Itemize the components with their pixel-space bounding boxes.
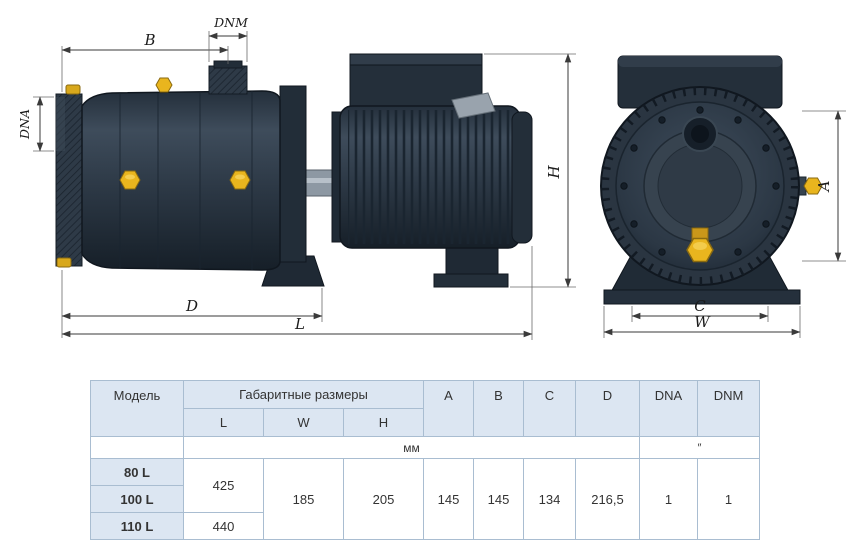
dim-label-c: C — [694, 297, 706, 315]
value-w: 185 — [263, 458, 344, 540]
col-header-dimensions-group: Габаритные размеры — [183, 380, 424, 409]
pump-side-view — [55, 53, 533, 288]
pump-head-body — [81, 90, 281, 271]
pump-technical-drawing: B DNM DNA D L H — [17, 15, 846, 340]
model-80l: 80 L — [90, 458, 184, 486]
spec-table-container: Модель Габаритные размеры A B C D DNA DN… — [90, 380, 760, 540]
dim-c: C — [631, 297, 769, 322]
model-100l: 100 L — [90, 485, 184, 513]
pump-face — [600, 86, 800, 286]
value-h: 205 — [343, 458, 424, 540]
value-d: 216,5 — [575, 458, 640, 540]
col-header-l: L — [183, 408, 264, 437]
dim-label-d: D — [185, 297, 198, 315]
drain-plug-left — [119, 170, 141, 190]
value-a: 145 — [423, 458, 474, 540]
value-dna: 1 — [639, 458, 698, 540]
dim-label-a: A — [815, 180, 833, 193]
value-b: 145 — [473, 458, 524, 540]
pump-front-view — [600, 55, 823, 305]
col-header-dna: DNA — [639, 380, 698, 437]
value-l-80-100: 425 — [183, 458, 264, 513]
units-empty-cell — [90, 436, 184, 459]
dim-label-h: H — [545, 165, 563, 180]
table-row: 80 L 425 185 205 145 145 134 216,5 1 1 — [90, 458, 760, 540]
dim-label-b: B — [143, 31, 155, 49]
discharge-port — [208, 60, 248, 95]
dim-dnm: DNM — [208, 15, 249, 62]
dim-h: H — [484, 53, 576, 288]
dim-label-dnm: DNM — [213, 15, 249, 30]
motor-base-plate — [433, 273, 509, 288]
cooling-fins — [348, 110, 510, 244]
col-header-w: W — [263, 408, 344, 437]
dim-label-w: W — [694, 313, 711, 331]
col-header-h: H — [343, 408, 424, 437]
spec-table: Модель Габаритные размеры A B C D DNA DN… — [90, 380, 760, 540]
dim-a: A — [802, 110, 846, 262]
table-row: 110 L 440 — [90, 512, 760, 540]
flange-bolts — [620, 106, 780, 256]
value-dnm: 1 — [697, 458, 760, 540]
value-l-110: 440 — [183, 512, 264, 540]
col-header-d: D — [575, 380, 640, 437]
motor-body — [331, 92, 533, 249]
value-c: 134 — [523, 458, 576, 540]
col-header-c: C — [523, 380, 576, 437]
col-header-a: A — [423, 380, 474, 437]
units-inch: ″ — [639, 436, 760, 459]
nameplate — [451, 92, 496, 119]
priming-plug — [155, 77, 173, 93]
dim-d: D — [61, 270, 323, 338]
col-header-dnm: DNM — [697, 380, 760, 437]
motor-end-cap — [511, 111, 533, 244]
dim-label-dna: DNA — [17, 109, 32, 140]
units-mm: мм — [183, 436, 640, 459]
pump-bracket — [279, 85, 307, 263]
suction-flange — [55, 84, 83, 268]
drain-plug-front — [686, 227, 714, 263]
drain-plug-right — [229, 170, 251, 190]
dim-dna: DNA — [17, 96, 54, 152]
dim-w: W — [603, 306, 801, 338]
dim-b: B — [61, 31, 229, 92]
dim-l: L — [61, 246, 533, 340]
dim-label-l: L — [294, 315, 305, 333]
col-header-b: B — [473, 380, 524, 437]
model-110l: 110 L — [90, 512, 184, 540]
col-header-model: Модель — [90, 380, 184, 437]
